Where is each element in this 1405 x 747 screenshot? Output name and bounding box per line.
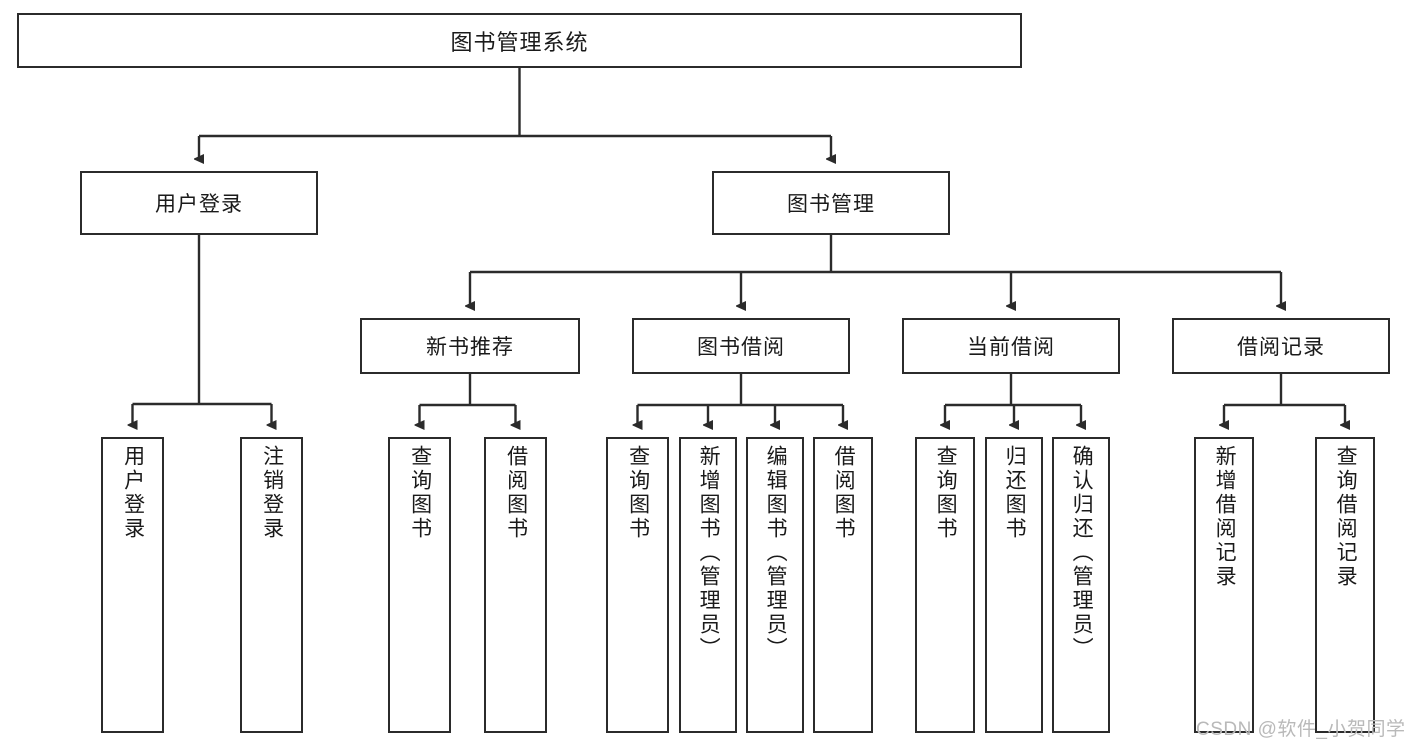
node-label: 查询图书 (626, 445, 650, 541)
node-book-borrow[interactable]: 图书借阅 (632, 318, 850, 374)
node-leaf-confirm-return[interactable]: 确认归还（管理员） (1052, 437, 1110, 733)
node-label: 归还图书 (1003, 445, 1027, 541)
node-leaf-user-logout[interactable]: 注销登录 (240, 437, 303, 733)
node-label: 编辑图书（管理员） (764, 445, 788, 661)
node-leaf-user-login[interactable]: 用户登录 (101, 437, 164, 733)
node-label: 用户登录 (155, 193, 243, 216)
node-label: 新增借阅记录 (1213, 445, 1237, 589)
node-user-login[interactable]: 用户登录 (80, 171, 318, 235)
node-label: 图书借阅 (697, 336, 785, 359)
node-label: 注销登录 (260, 445, 284, 541)
node-label: 借阅记录 (1237, 336, 1325, 359)
node-label: 当前借阅 (967, 336, 1055, 359)
node-current-borrow[interactable]: 当前借阅 (902, 318, 1120, 374)
node-label: 查询图书 (934, 445, 958, 541)
csdn-watermark: CSDN @软件_小贺同学 (1196, 719, 1405, 740)
node-root-root[interactable]: 图书管理系统 (17, 13, 1022, 68)
node-label: 图书管理系统 (450, 29, 589, 55)
node-label: 确认归还（管理员） (1070, 445, 1094, 661)
node-leaf-query-book-1[interactable]: 查询图书 (388, 437, 451, 733)
node-label: 用户登录 (121, 445, 145, 541)
node-leaf-query-book-2[interactable]: 查询图书 (606, 437, 669, 733)
node-label: 查询图书 (408, 445, 432, 541)
node-leaf-borrow-book-2[interactable]: 借阅图书 (813, 437, 873, 733)
node-leaf-borrow-book-1[interactable]: 借阅图书 (484, 437, 547, 733)
node-label: 图书管理 (787, 193, 875, 216)
node-label: 新增图书（管理员） (697, 445, 721, 661)
node-leaf-add-book[interactable]: 新增图书（管理员） (679, 437, 737, 733)
node-new-book-rec[interactable]: 新书推荐 (360, 318, 580, 374)
node-label: 新书推荐 (426, 336, 514, 359)
node-leaf-return-book[interactable]: 归还图书 (985, 437, 1043, 733)
node-label: 借阅图书 (832, 445, 856, 541)
node-leaf-edit-book[interactable]: 编辑图书（管理员） (746, 437, 804, 733)
node-label: 借阅图书 (504, 445, 528, 541)
node-leaf-query-record[interactable]: 查询借阅记录 (1315, 437, 1375, 733)
node-leaf-add-record[interactable]: 新增借阅记录 (1194, 437, 1254, 733)
node-borrow-record[interactable]: 借阅记录 (1172, 318, 1390, 374)
node-leaf-query-book-3[interactable]: 查询图书 (915, 437, 975, 733)
node-book-manage[interactable]: 图书管理 (712, 171, 950, 235)
node-label: 查询借阅记录 (1334, 445, 1358, 589)
